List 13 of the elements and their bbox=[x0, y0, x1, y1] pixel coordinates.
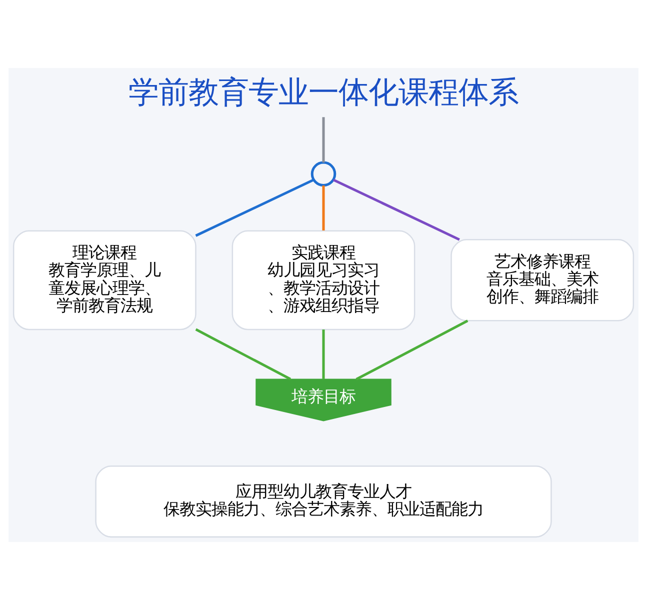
connector bbox=[322, 117, 325, 162]
connector bbox=[332, 178, 460, 241]
connector bbox=[356, 320, 468, 380]
diagram-title: 学前教育专业一体化课程体系 bbox=[128, 75, 518, 110]
node-box: 实践课程 幼儿园见习实习、教学活动设计、游戏组织指导 bbox=[232, 230, 416, 330]
connector bbox=[322, 186, 325, 230]
connector bbox=[322, 330, 325, 379]
connector bbox=[195, 328, 292, 380]
node-circle bbox=[310, 161, 336, 187]
connector bbox=[195, 178, 314, 237]
node-box: 应用型幼儿教育专业人才 保教实操能力、综合艺术素养、职业适配能力 bbox=[95, 465, 552, 538]
node-box: 理论课程 教育学原理、儿童发展心理学、学前教育法规 bbox=[12, 230, 196, 330]
node-box: 艺术修养课程 音乐基础、美术创作、舞蹈编排 bbox=[450, 239, 634, 322]
